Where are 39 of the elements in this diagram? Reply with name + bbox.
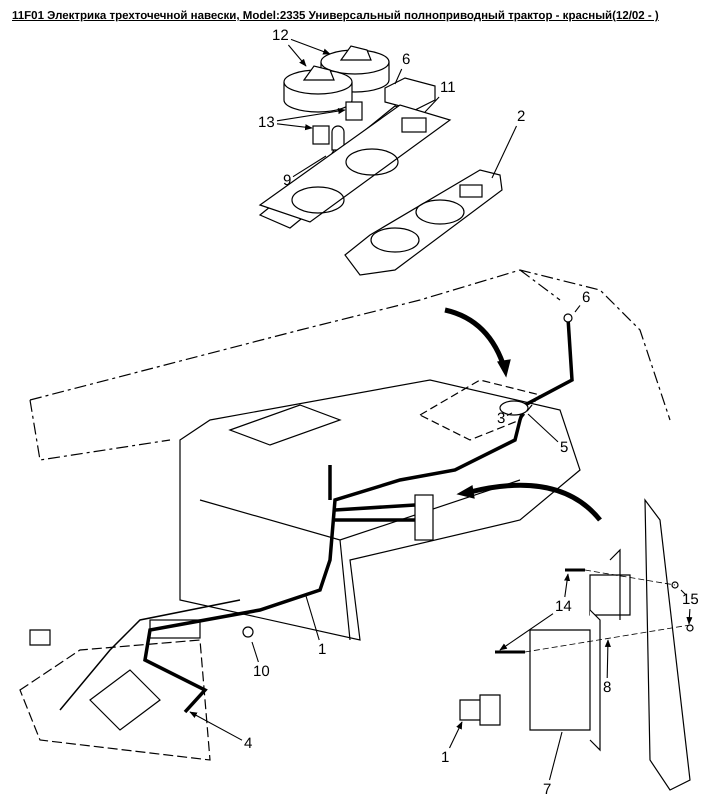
leader-line [574,305,580,312]
leader-line [449,721,462,748]
leader-line [506,412,512,416]
callout-number: 9 [283,173,292,188]
leader-line [499,613,554,650]
leader-line [604,639,611,678]
leader-line [528,414,558,442]
leader-line [680,590,686,596]
callout-number: 13 [258,115,275,130]
leader-line [424,96,440,112]
callout-number: 6 [582,290,590,305]
callout-number: 1 [318,642,326,657]
callout-number: 3 [497,411,506,426]
leader-line [492,126,517,178]
leader-line [394,68,402,84]
callout-number: 11 [440,80,456,95]
callout-number: 15 [682,592,699,607]
leader-line [686,608,692,625]
leader-line [276,123,313,130]
callout-number: 2 [517,109,526,124]
leader-line [288,44,306,67]
leader-line [292,156,326,178]
callout-number: 14 [555,599,572,614]
leader-line [305,596,320,640]
callout-number: 7 [543,782,552,797]
leader-line [189,712,242,741]
leader-line [290,38,331,55]
callout-number: 10 [253,664,270,679]
callout-number: 4 [244,736,252,751]
diagram-title: 11F01 Электрика трехточечной навески, Model:2335 Универсальный полноприводный трактор - красный(12/02 - ) [12,10,659,22]
leader-line [251,642,259,662]
leader-line [548,732,563,780]
callout-number: 12 [272,28,289,43]
callout-number: 8 [603,680,612,695]
callout-number: 1 [441,750,450,765]
leader-line [564,573,570,598]
callout-number: 5 [560,440,568,455]
callout-number: 6 [402,52,410,67]
leader-line [276,108,346,122]
